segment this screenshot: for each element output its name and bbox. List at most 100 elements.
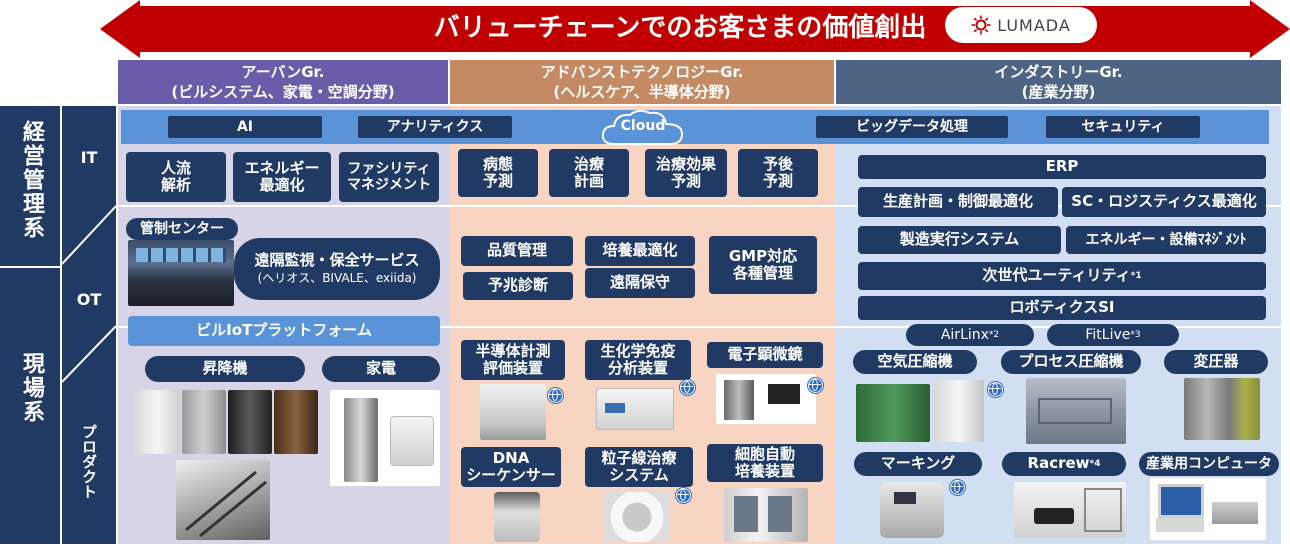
computer-monitor [1158, 484, 1204, 518]
analyzer-panel [605, 403, 625, 413]
elevator-photo-1 [134, 390, 180, 454]
industry-ot-robotics: ロボティクスSI [858, 296, 1266, 320]
particle-therapy-photo [604, 492, 670, 542]
airlinx-pill: AirLinx*2 [906, 324, 1034, 346]
remote-maintenance-service: 遠隔監視・保全サービス (ヘリオス、BIVALE、exiida) [234, 238, 440, 300]
globe-icon [808, 378, 823, 393]
elevator-photo-2 [182, 390, 226, 454]
lumada-logo-text: LUMADA [997, 15, 1071, 35]
product-particle-therapy: 粒子線治療 システム [585, 447, 693, 487]
globe-icon [950, 480, 965, 495]
air-compressor-photo-1 [856, 384, 930, 442]
transformer-photo [1184, 378, 1260, 440]
security-label: セキュリティ [1046, 116, 1200, 138]
fitlive-label: FitLive [1085, 326, 1131, 343]
industry-group-header: インダストリーGr. (産業分野) [836, 60, 1281, 104]
industry-it-mes: 製造実行システム [858, 226, 1061, 254]
process-compressor-label: プロセス圧縮機 [1001, 350, 1141, 374]
management-row-label: 経営管理系 [0, 106, 60, 266]
ai-label: AI [168, 116, 322, 138]
field-row-label: 現場系 [0, 268, 60, 544]
electron-microscope-photo [716, 374, 816, 424]
escalator-photo [176, 460, 270, 540]
compressor-frame [1038, 398, 1112, 424]
industry-it-production: 生産計画・制御最適化 [858, 187, 1058, 217]
advanced-header-scope: (ヘルスケア、半導体分野) [553, 83, 731, 101]
appliances-photo [330, 390, 440, 486]
microscope-column [724, 380, 754, 420]
racrew-pill: Racrew*4 [1002, 452, 1126, 476]
control-center-screens [136, 248, 226, 262]
product-layer-label: プロダクト [80, 424, 98, 499]
racrew-note: *4 [1089, 458, 1101, 469]
advanced-ot-quality: 品質管理 [461, 236, 573, 266]
industry-header-name: インダストリーGr. [994, 63, 1123, 81]
industry-ot-utility: 次世代ユーティリティ*1 [858, 262, 1266, 290]
control-center-label: 管制センター [126, 218, 238, 240]
marking-printer-photo [880, 482, 944, 538]
microscope-monitor [768, 384, 800, 404]
advanced-ot-gmp: GMP対応 各種管理 [709, 236, 817, 294]
fitlive-pill: FitLive*3 [1047, 324, 1179, 346]
urban-it-energy: エネルギー 最適化 [233, 152, 331, 202]
elevator-label: 昇降機 [145, 356, 305, 382]
remote-maintenance-brands: (ヘリオス、BIVALE、exiida) [257, 271, 417, 286]
industry-it-energy: エネルギー・設備ﾏﾈｼﾞﾒﾝﾄ [1066, 226, 1266, 254]
cell-culture-window-1 [734, 496, 758, 532]
air-compressor-photo-2 [934, 380, 984, 442]
globe-icon [676, 488, 691, 503]
globe-icon [680, 380, 695, 395]
analytics-label: アナリティクス [358, 116, 512, 138]
control-center-photo [128, 240, 234, 306]
industrial-computer-photo [1150, 478, 1266, 540]
computer-box [1212, 502, 1258, 524]
fitlive-note: *3 [1130, 329, 1141, 340]
remote-maintenance-title: 遠隔監視・保全サービス [254, 250, 420, 269]
product-dna-sequencer: DNA シーケンサー [461, 447, 561, 487]
transformer-label: 変圧器 [1164, 350, 1268, 374]
washing-machine-photo [390, 416, 434, 466]
building-iot-platform: ビルIoTプラットフォーム [128, 316, 440, 346]
utility-label: 次世代ユーティリティ [982, 266, 1131, 285]
elevator-photo-4 [274, 390, 318, 454]
advanced-header-name: アドバンストテクノロジーGr. [540, 63, 744, 81]
urban-header-name: アーバンGr. [241, 63, 325, 81]
cloud-label: Cloud [620, 118, 666, 134]
dna-sequencer-photo [494, 492, 540, 542]
industrial-computer-label: 産業用コンピュータ [1139, 452, 1279, 476]
printer-display [894, 492, 916, 504]
airlinx-label: AirLinx [940, 326, 989, 343]
cell-culture-window-2 [768, 496, 792, 532]
computer-base [1156, 518, 1204, 532]
product-cell-culture: 細胞自動 培養装置 [707, 444, 823, 482]
banner-title: バリューチェーンでのお客さまの価値創出 [433, 13, 927, 43]
advanced-ot-predictive: 予兆診断 [463, 272, 573, 300]
advanced-it-treatment-plan: 治療 計画 [549, 149, 629, 197]
cloud-icon [601, 109, 684, 145]
globe-icon [548, 388, 563, 403]
biochemical-analyzer-photo [596, 388, 674, 430]
urban-it-people-flow: 人流 解析 [126, 152, 226, 202]
cell-culture-photo [724, 488, 808, 542]
racrew-label: Racrew [1027, 454, 1090, 473]
process-compressor-photo [1026, 378, 1126, 444]
urban-header-scope: (ビルシステム、家電・空調分野) [171, 83, 395, 101]
field-row-text: 現場系 [19, 352, 44, 424]
it-layer-label: IT [80, 148, 98, 167]
urban-group-header: アーバンGr. (ビルシステム、家電・空調分野) [118, 60, 448, 104]
advanced-ot-remote: 遠隔保守 [585, 268, 695, 298]
bigdata-label: ビッグデータ処理 [816, 116, 1008, 138]
racrew-rack [1084, 488, 1122, 532]
escalator-lines [185, 470, 267, 538]
utility-note: *1 [1130, 270, 1142, 281]
layer-labels: IT OT プロダクト [62, 106, 116, 544]
advanced-ot-culture: 培養最適化 [585, 236, 695, 266]
air-compressor-label: 空気圧縮機 [853, 350, 977, 374]
marking-label: マーキング [854, 452, 982, 476]
industry-it-erp: ERP [858, 155, 1266, 179]
advanced-it-prognosis: 予後 予測 [738, 149, 818, 197]
product-semiconductor-metrology: 半導体計測 評価装置 [461, 340, 565, 380]
product-biochemical-analyzer: 生化学免疫 分析装置 [585, 340, 691, 380]
advanced-it-pathology: 病態 予測 [458, 149, 538, 197]
airlinx-note: *2 [988, 329, 1000, 340]
